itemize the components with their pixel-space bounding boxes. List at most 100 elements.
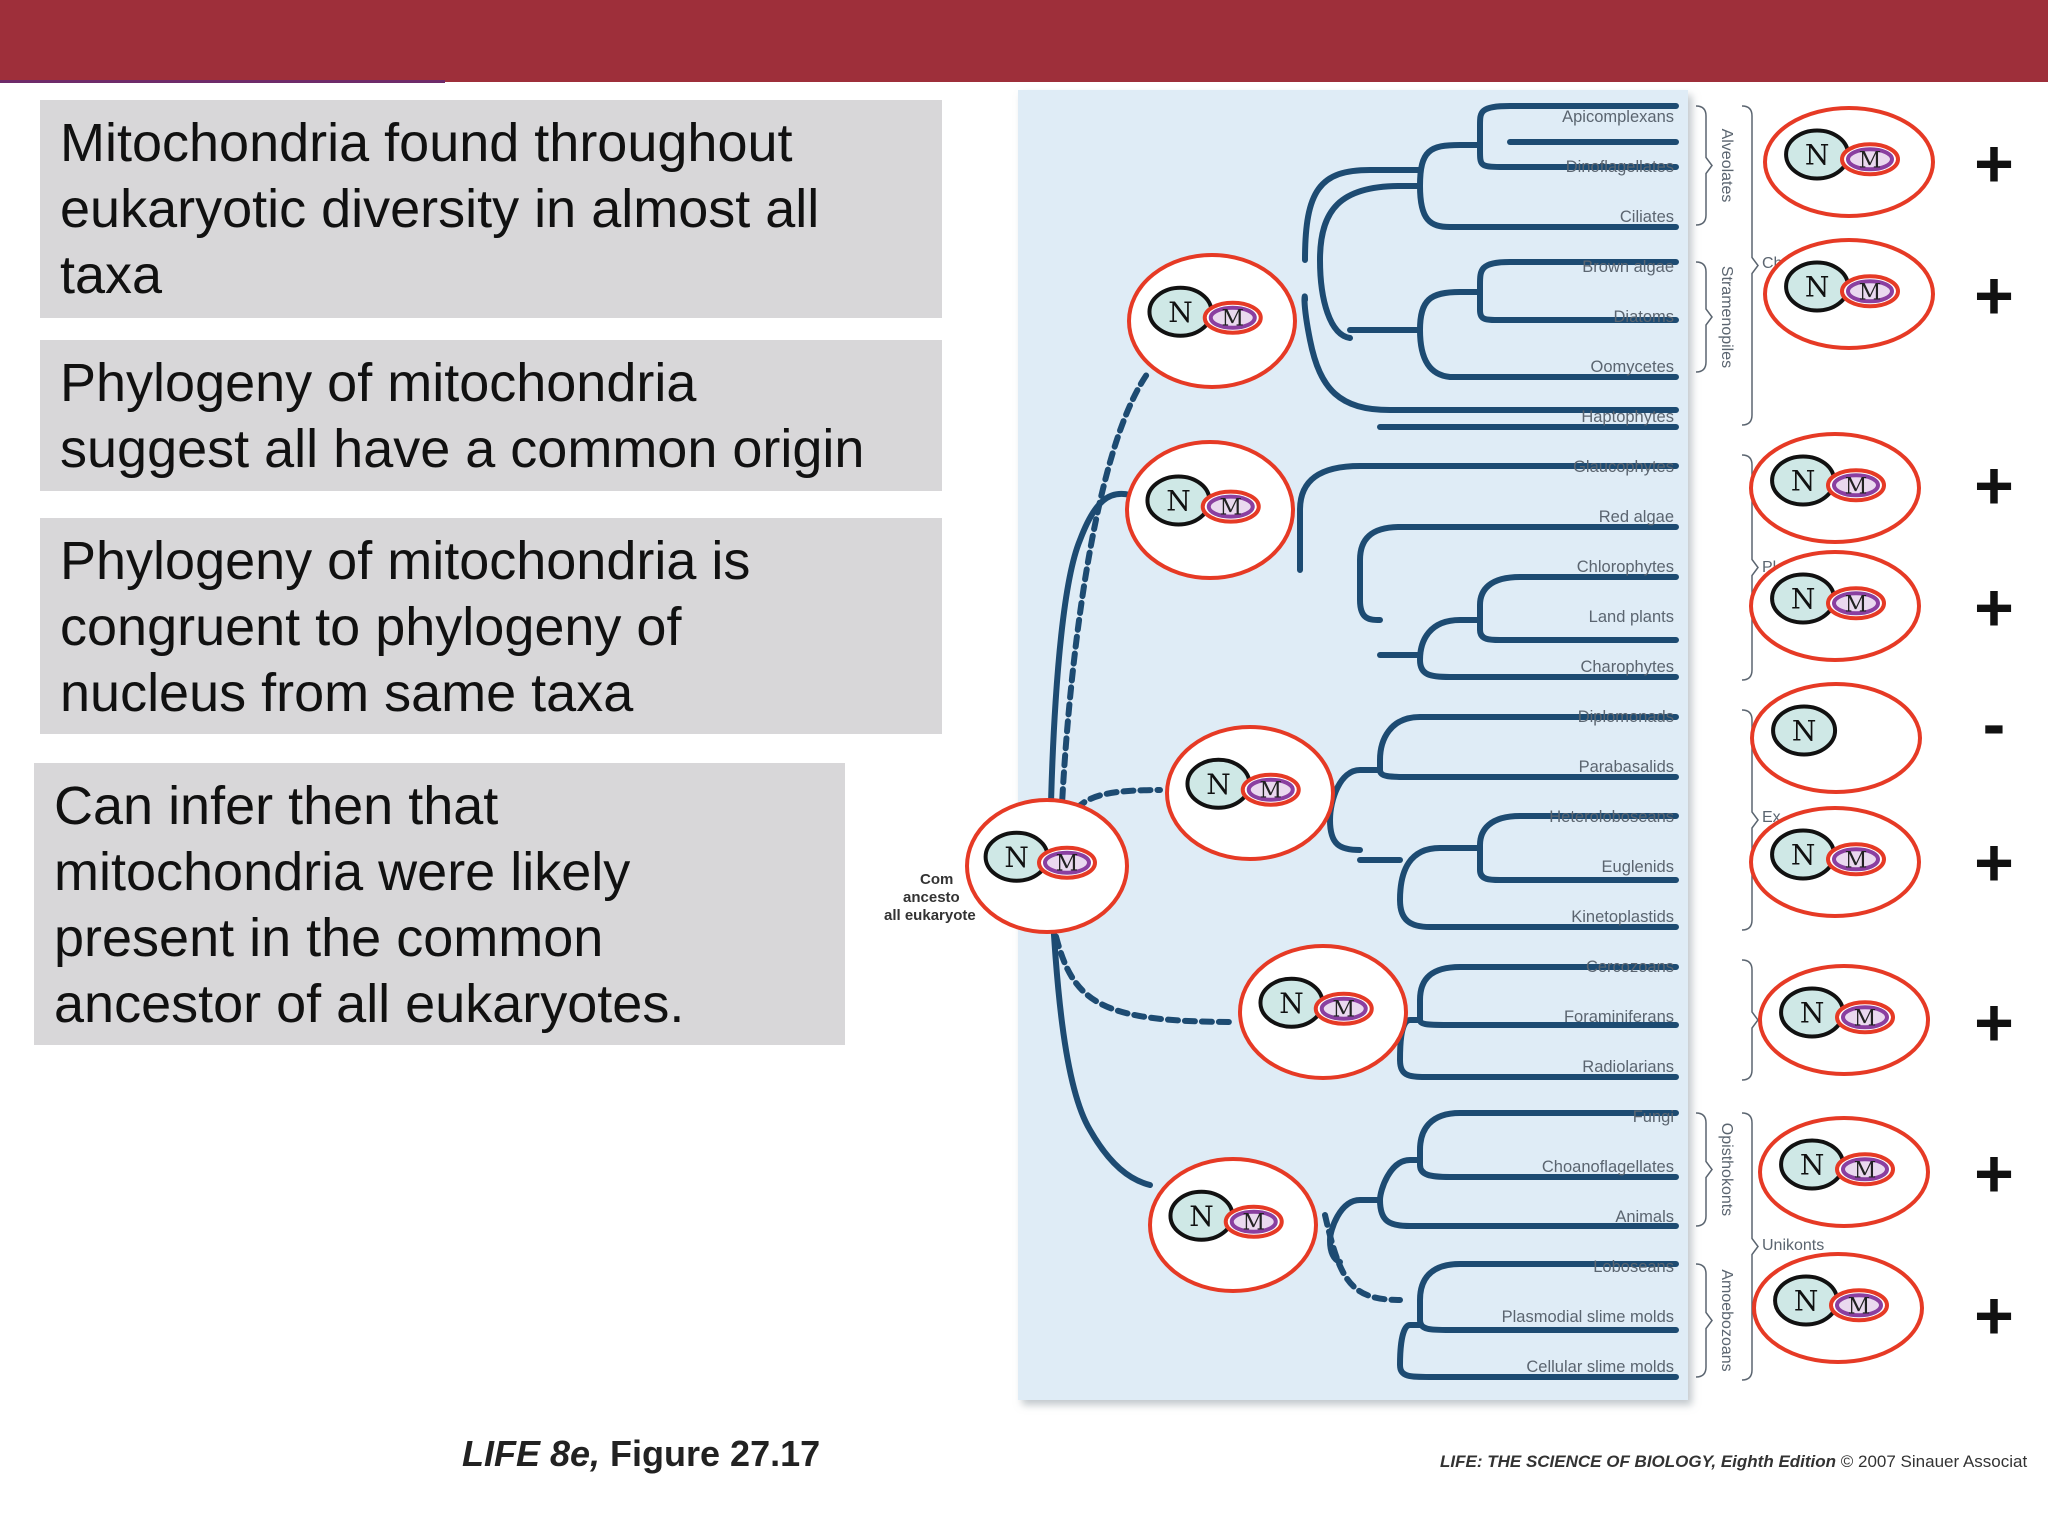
group-label: Stramenopiles — [1718, 266, 1735, 368]
branch-line — [1417, 964, 1679, 1028]
taxon-label: Apicomplexans — [1562, 108, 1674, 126]
presence-sign: + — [1974, 448, 2014, 524]
taxon-label: Ciliates — [1620, 208, 1674, 226]
taxon-label: Glaucophytes — [1573, 458, 1674, 476]
mitochondrion-letter: M — [1854, 1158, 1877, 1183]
mitochondrion-letter: M — [1845, 474, 1868, 499]
mitochondrion-letter: M — [1332, 998, 1355, 1023]
mitochondrion-inner — [1835, 1293, 1883, 1318]
mitochondrion-letter: M — [1845, 848, 1868, 873]
branch-line — [1326, 767, 1383, 853]
taxon-label: Loboseans — [1593, 1258, 1674, 1276]
mitochondrion-letter: M — [1259, 779, 1282, 804]
branch-line — [1301, 293, 1679, 413]
nucleus-letter: N — [1791, 582, 1816, 615]
mitochondrion-inner — [1832, 847, 1880, 872]
copyright-text: © 2007 Sinauer Associat — [1836, 1452, 2028, 1471]
mitochondrion-inner — [1841, 1005, 1889, 1030]
title-underline — [0, 80, 445, 83]
presence-signs: ++++-++++ — [1974, 126, 2014, 1354]
presence-sign: + — [1974, 570, 2014, 646]
nucleus — [1771, 704, 1838, 757]
mitochondrion-letter: M — [1854, 1006, 1877, 1031]
taxon-label: Haptophytes — [1581, 408, 1674, 426]
group-bracket — [1695, 1112, 1713, 1227]
taxon-label: Parabasalids — [1579, 758, 1674, 776]
branch-line — [1417, 1261, 1679, 1333]
tree-labels: ApicomplexansDinoflagellatesCiliatesBrow… — [1502, 105, 1824, 1381]
taxon-label: Cellular slime molds — [1526, 1358, 1674, 1376]
nucleus-letter: N — [1805, 138, 1830, 171]
mitochondrion-inner — [1846, 147, 1894, 172]
bullet-box-4: Can infer then that mitochondria were li… — [34, 763, 845, 1045]
branch-line — [1297, 463, 1679, 573]
mitochondrion-inner — [1846, 279, 1894, 304]
caption-source: LIFE 8e, — [462, 1433, 601, 1474]
branch-line — [1477, 103, 1679, 170]
taxon-label: Cercozoans — [1586, 958, 1674, 976]
nucleus-letter: N — [1794, 1284, 1819, 1317]
nucleus-letter: N — [1800, 1148, 1825, 1181]
group-label: Amoebozoans — [1718, 1269, 1735, 1371]
ancestor-label-line: ancesto — [903, 889, 960, 906]
taxon-label: Heteroloboseans — [1549, 808, 1674, 826]
mitochondrion-inner — [1043, 850, 1091, 875]
nucleus-letter: N — [1004, 841, 1029, 874]
mitochondrion-inner — [1206, 494, 1255, 519]
presence-sign: + — [1974, 1136, 2014, 1212]
caption-figure: Figure 27.17 — [600, 1433, 821, 1474]
mitochondrion-letter: M — [1221, 307, 1244, 332]
clade-bracket — [1741, 709, 1759, 931]
bullet-box-3: Phylogeny of mitochondria is congruent t… — [40, 518, 942, 734]
group-bracket — [1695, 261, 1713, 373]
dashed-branch-line — [1049, 917, 1238, 1025]
copyright-line: LIFE: THE SCIENCE OF BIOLOGY, Eighth Edi… — [1440, 1452, 2027, 1472]
taxon-label: Red algae — [1599, 508, 1674, 526]
group-bracket — [1695, 105, 1713, 226]
ancestor-label-line: all eukaryote — [884, 907, 976, 924]
branch-line — [1416, 617, 1679, 680]
branch-line — [1417, 1110, 1679, 1180]
taxon-label: Chlorophytes — [1577, 558, 1674, 576]
clade-bracket — [1741, 959, 1759, 1081]
taxon-label: Oomycetes — [1591, 358, 1674, 376]
taxon-label: Kinetoplastids — [1571, 908, 1674, 926]
taxon-label: Foraminiferans — [1564, 1008, 1674, 1026]
bullet-box-2: Phylogeny of mitochondria suggest all ha… — [40, 340, 942, 491]
cell-taxon-5: N — [1750, 682, 1922, 794]
clade-bracket — [1741, 105, 1759, 426]
taxon-label: Dinoflagellates — [1566, 158, 1674, 176]
taxon-label: Fungi — [1633, 1108, 1674, 1126]
group-label: Opisthokonts — [1718, 1123, 1735, 1216]
branch-line — [1396, 845, 1679, 930]
taxon-label: Plasmodial slime molds — [1502, 1308, 1674, 1326]
taxon-label: Diplomonads — [1578, 708, 1674, 726]
branch-line — [1302, 167, 1423, 263]
presence-sign: + — [1974, 126, 2014, 202]
copyright-title: LIFE: THE SCIENCE OF BIOLOGY, Eighth Edi… — [1440, 1452, 1837, 1471]
presence-sign: + — [1974, 825, 2014, 901]
mitochondrion-inner — [1832, 591, 1880, 616]
mitochondrion-letter: M — [1242, 1211, 1265, 1236]
presence-sign: - — [1983, 686, 2006, 762]
nucleus-letter: N — [1206, 768, 1231, 801]
mitochondrion-letter: M — [1848, 1294, 1871, 1319]
nucleus-letter: N — [1168, 296, 1193, 329]
mitochondrion-inner — [1246, 777, 1295, 802]
nucleus-letter: N — [1791, 464, 1816, 497]
taxon-label: Radiolarians — [1582, 1058, 1674, 1076]
mitochondrion-inner — [1832, 473, 1880, 498]
group-bracket — [1695, 1263, 1713, 1378]
